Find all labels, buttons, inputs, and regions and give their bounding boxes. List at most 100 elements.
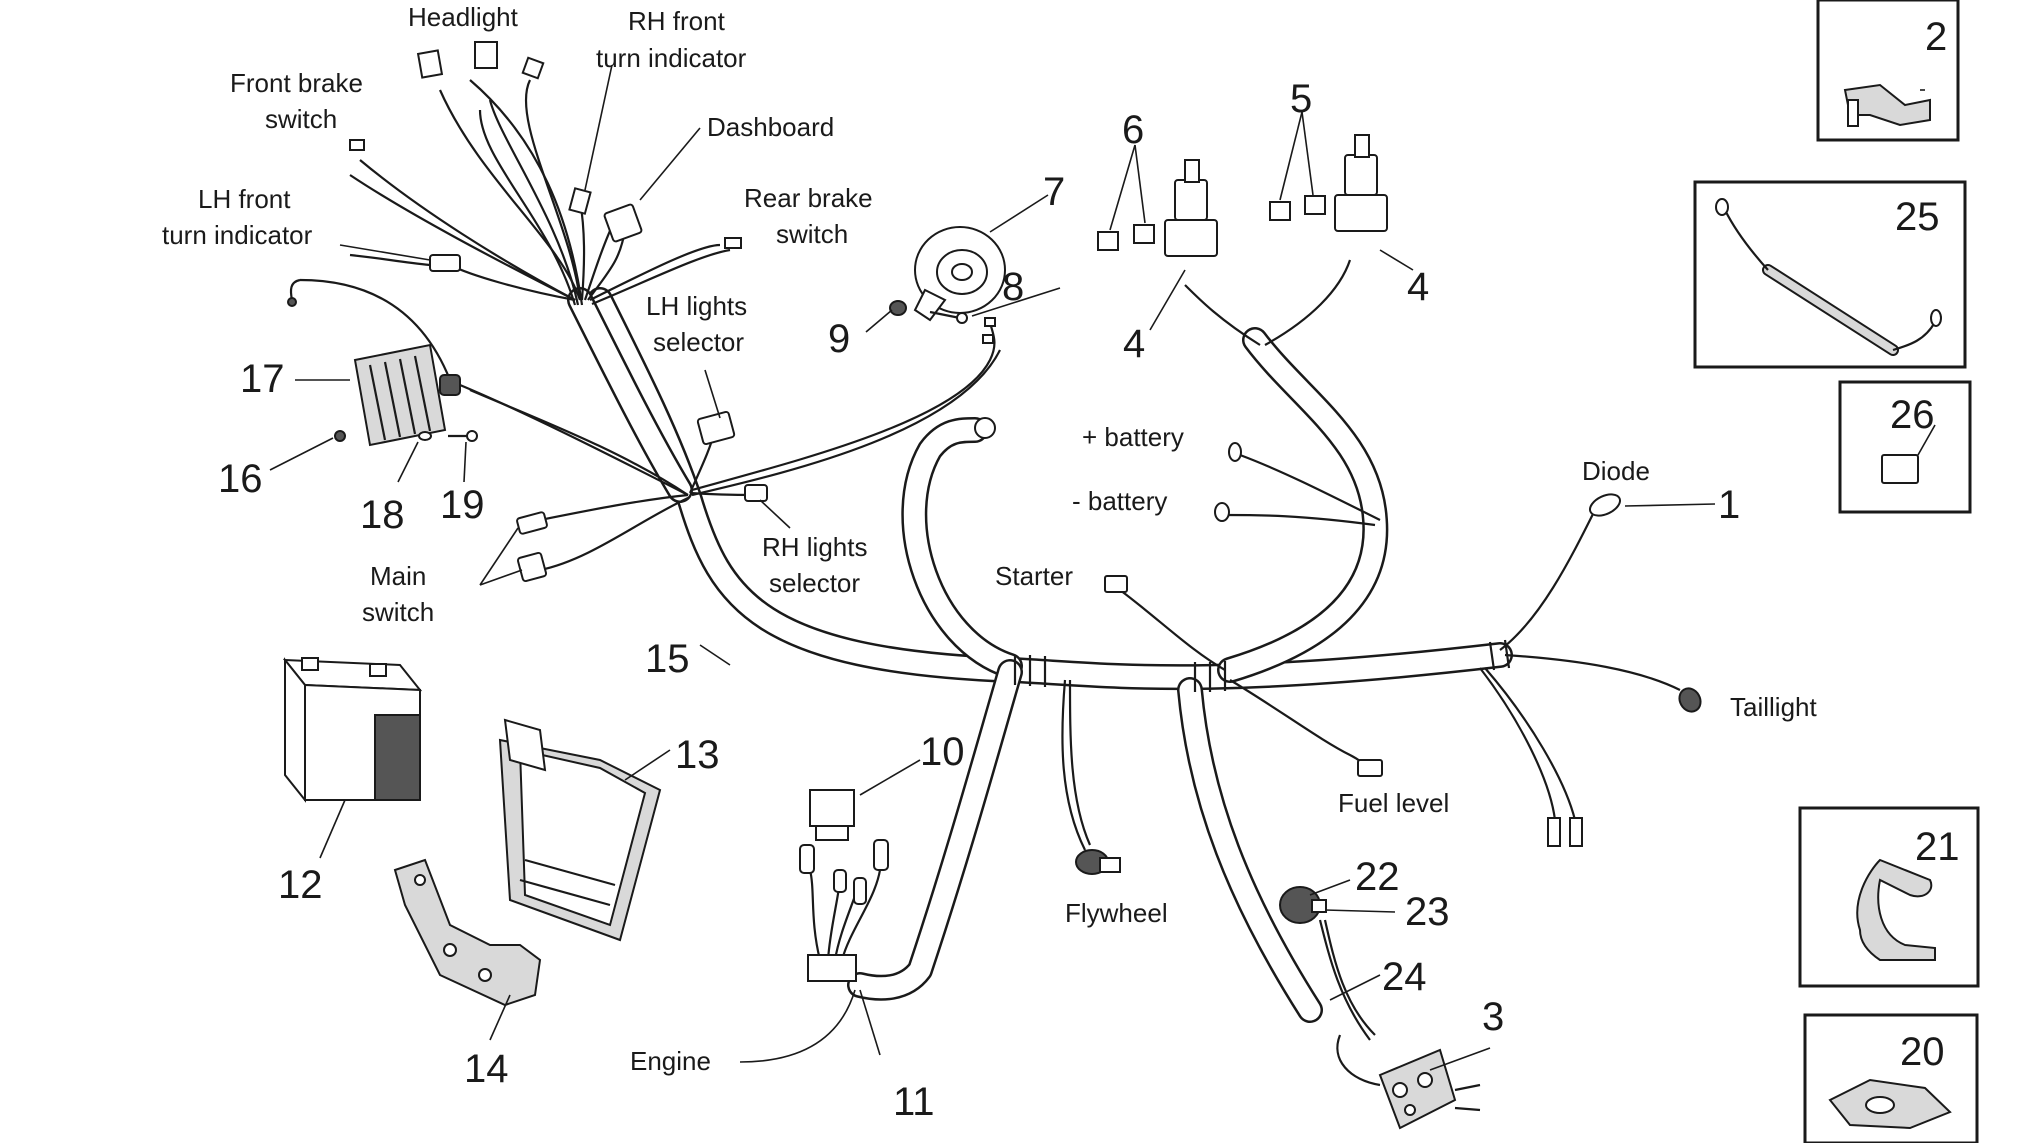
inset-box-26 [1838,380,1972,514]
label-rh-front-turn-1: RH front [628,6,726,36]
part-number-8: 8 [1002,265,1024,309]
part-number-21: 21 [1915,825,1960,869]
part-number-15: 15 [645,637,690,681]
label-lh-front-turn-2: turn indicator [162,220,313,250]
lh-lights-selector-connector [696,410,736,446]
horn-part-7 [913,226,1006,322]
inset-box-20 [1803,1013,1979,1143]
rh-lights-selector-connector [744,484,768,502]
label-plus-battery: + battery [1082,422,1184,452]
label-taillight: Taillight [1730,692,1817,722]
part-number-25: 25 [1895,195,1940,239]
fuses-part-6 [1097,224,1155,251]
starter-connector [1104,575,1128,593]
dashboard-connector [603,203,643,243]
part-number-16: 16 [218,457,263,501]
part-number-4b: 4 [1407,265,1429,309]
part-number-24: 24 [1382,955,1427,999]
part-number-14: 14 [464,1047,509,1091]
part-number-20: 20 [1900,1030,1945,1074]
diode [1589,493,1621,517]
leader-lines [269,64,1936,1071]
label-dashboard: Dashboard [707,112,834,142]
label-headlight: Headlight [408,2,519,32]
part-number-22: 22 [1355,855,1400,899]
part-number-4a: 4 [1123,322,1145,366]
part-number-19: 19 [440,483,485,527]
part-number-5: 5 [1290,77,1312,121]
rh-front-turn-connector [568,187,592,215]
regulator-lead-terminal [287,297,297,307]
main-switch-connector-b [516,551,548,583]
part-number-7: 7 [1043,170,1065,214]
regulator-part-17 [353,343,461,447]
callout-labels: Headlight RH front turn indicator Front … [162,2,1817,1076]
battery-tray-part-13 [498,718,662,942]
label-front-brake-1: Front brake [230,68,363,98]
inset-box-25 [1693,180,1967,369]
part-number-12: 12 [278,863,323,907]
label-engine: Engine [630,1046,711,1076]
part-numbers: 1 2 3 4 4 5 6 7 8 9 10 11 12 13 14 15 16… [218,15,1960,1124]
part-number-17: 17 [240,357,285,401]
label-rear-brake-2: switch [776,219,848,249]
label-minus-battery: - battery [1072,486,1167,516]
ignition-unit-part-3 [1378,1048,1481,1130]
label-lh-front-turn-1: LH front [198,184,291,214]
part-number-9: 9 [828,317,850,361]
rear-turn-plugs [1547,817,1583,847]
washer-part-18 [418,431,432,441]
wires [299,79,1681,1087]
relay-holder-part-4b [1334,134,1388,232]
regulator-lead [289,278,301,301]
main-switch-connector-a [516,511,548,535]
relay-holder-part-4a [1164,159,1218,257]
battery-part-12 [282,657,423,803]
part-number-10: 10 [920,730,965,774]
front-brake-switch-terminals [349,139,365,151]
label-rh-front-turn-2: turn indicator [596,43,747,73]
part-number-13: 13 [675,733,720,777]
label-lh-lights-2: selector [653,327,744,357]
part-number-1: 1 [1718,483,1740,527]
taillight-socket [1678,687,1702,713]
part-number-6: 6 [1122,108,1144,152]
part-number-18: 18 [360,493,405,537]
inset-box-2 [1816,0,1960,142]
label-lh-lights-1: LH lights [646,291,747,321]
ring-terminal [974,417,996,439]
label-main-switch-2: switch [362,597,434,627]
fuel-level-connector [1357,759,1383,777]
lh-front-turn-connector [429,254,461,272]
horn-bolt-part-8 [929,310,968,324]
label-main-switch-1: Main [370,561,426,591]
flywheel-sensor [1075,849,1121,875]
cap-part-22 [1279,886,1327,924]
loom-bands [1013,639,1511,692]
relay-part-10 [809,789,855,841]
label-rear-brake-1: Rear brake [744,183,873,213]
part-number-23: 23 [1405,890,1450,934]
main-wiring-loom [567,287,1513,1023]
minus-battery-terminal [1214,502,1230,522]
nut-part-16 [334,430,346,442]
horn-terminals [982,317,996,344]
part-number-26: 26 [1890,393,1935,437]
engine-connector-part-11 [799,839,889,982]
bolt-part-19 [448,430,478,442]
label-diode: Diode [1582,456,1650,486]
label-rh-lights-1: RH lights [762,532,867,562]
inset-box-21 [1798,806,1980,988]
label-flywheel: Flywheel [1065,898,1168,928]
bracket-part-14 [393,858,542,1007]
label-starter: Starter [995,561,1073,591]
plus-battery-terminal [1228,442,1242,462]
label-fuel-level: Fuel level [1338,788,1449,818]
rear-brake-switch-terminals [724,237,742,249]
horn-nut-part-9 [889,300,907,316]
part-number-11: 11 [893,1080,935,1124]
fuses-part-5 [1269,195,1326,221]
label-rh-lights-2: selector [769,568,860,598]
part-number-2: 2 [1925,15,1947,59]
